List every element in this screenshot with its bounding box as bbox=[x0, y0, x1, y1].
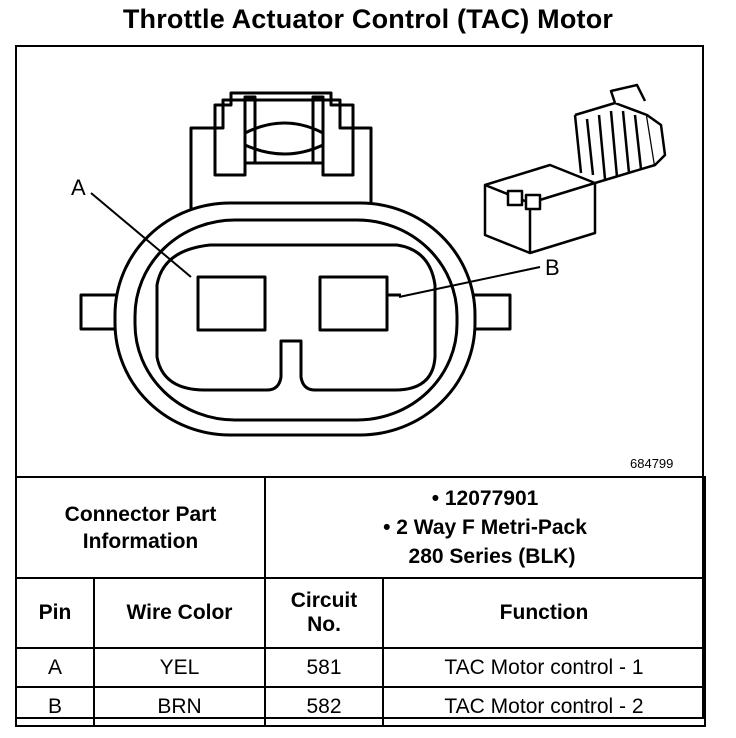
latch-slot-left bbox=[243, 95, 257, 165]
connector-type-bullet: • 2 Way F Metri-Pack bbox=[383, 516, 587, 539]
connector-outer-shell bbox=[113, 201, 477, 437]
circuit-cell: 581 bbox=[264, 647, 384, 688]
latch-outline bbox=[213, 91, 355, 177]
connector-drawing: A B bbox=[71, 83, 667, 437]
terminal-b-cavity bbox=[318, 275, 389, 332]
header-circuit-line: No. bbox=[307, 613, 341, 636]
circuit-cell: 582 bbox=[264, 686, 384, 727]
table-row: A YEL 581 TAC Motor control - 1 bbox=[15, 647, 706, 688]
header-function: Function bbox=[382, 577, 706, 649]
pin-cell: B bbox=[15, 686, 95, 727]
leader-line-a bbox=[90, 192, 192, 278]
connector-part-label-line: Connector Part bbox=[64, 502, 217, 526]
header-circuit-no: Circuit No. bbox=[264, 577, 384, 649]
terminal-label-a: A bbox=[71, 175, 86, 200]
terminal-cavity bbox=[155, 243, 437, 392]
wire-color-cell: YEL bbox=[93, 647, 266, 688]
latch-tab bbox=[243, 121, 325, 156]
connector-part-details: • 12077901 • 2 Way F Metri-Pack 280 Seri… bbox=[264, 476, 706, 579]
connector-perspective-illustration bbox=[483, 83, 667, 255]
connector-part-label-line: Information bbox=[82, 529, 199, 553]
connector-info-table: Connector Part Information • 12077901 • … bbox=[15, 476, 706, 727]
header-pin: Pin bbox=[15, 577, 95, 649]
latch-housing bbox=[189, 98, 373, 217]
connector-part-information-label: Connector Part Information bbox=[15, 476, 266, 579]
terminal-label-b: B bbox=[545, 255, 560, 280]
latch-slot-right bbox=[311, 95, 325, 165]
leader-line-b bbox=[398, 266, 541, 298]
figure-number: 684799 bbox=[630, 456, 674, 471]
part-number-bullet: • 12077901 bbox=[431, 487, 539, 510]
wire-color-cell: BRN bbox=[93, 686, 266, 727]
terminal-a-cavity bbox=[196, 275, 267, 332]
header-wire-color: Wire Color bbox=[93, 577, 266, 649]
function-cell: TAC Motor control - 1 bbox=[382, 647, 706, 688]
connector-inner-wall bbox=[133, 218, 459, 422]
function-cell: TAC Motor control - 2 bbox=[382, 686, 706, 727]
table-row: B BRN 582 TAC Motor control - 2 bbox=[15, 686, 706, 727]
connector-series-line: 280 Series (BLK) bbox=[408, 545, 576, 568]
header-circuit-line: Circuit bbox=[290, 589, 358, 612]
pin-cell: A bbox=[15, 647, 95, 688]
diagram-title: Throttle Actuator Control (TAC) Motor bbox=[122, 4, 614, 34]
